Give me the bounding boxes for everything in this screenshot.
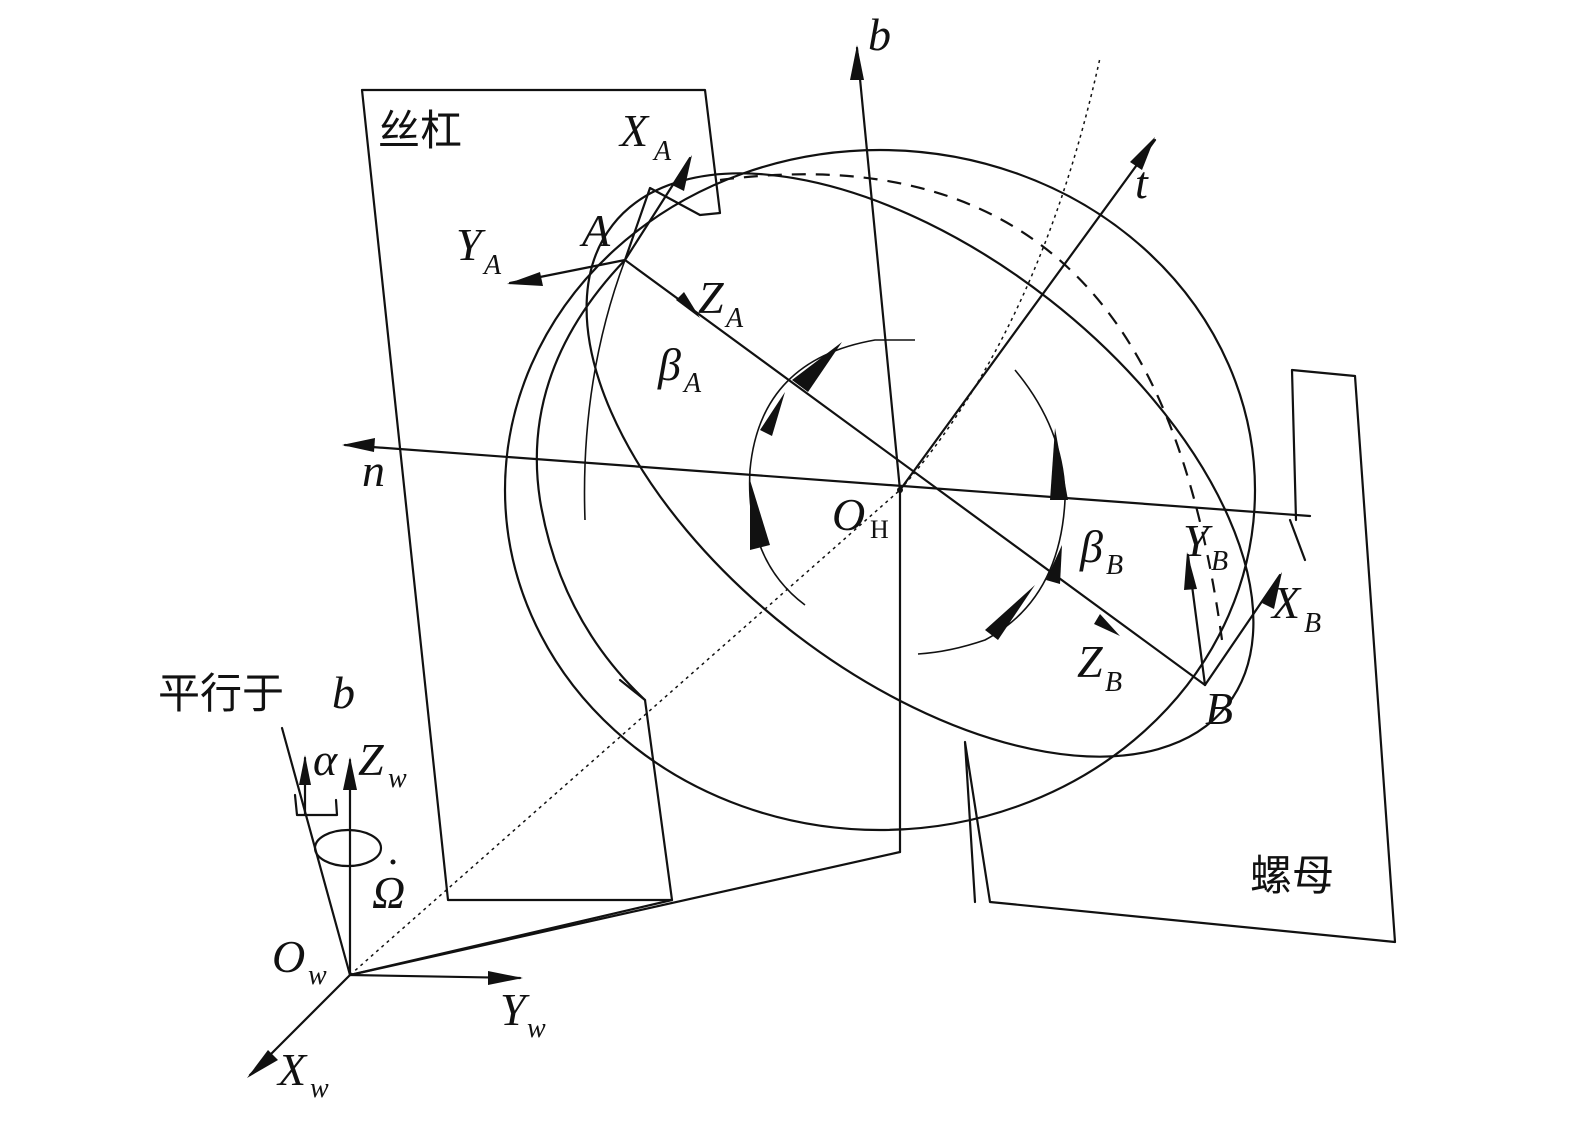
label-YA-sub: A: [482, 250, 502, 281]
label-YA: Y: [456, 219, 486, 270]
contact-ellipse: [585, 172, 1255, 758]
t-axis-arrowhead: [1130, 137, 1155, 170]
XB-arrowhead: [1262, 572, 1282, 609]
label-b: b: [868, 9, 891, 60]
point-OH: [897, 487, 903, 493]
label-Yw: Y: [500, 984, 530, 1035]
Yw-arrowhead: [488, 971, 523, 985]
line-A-B: [623, 258, 1207, 687]
label-n: n: [362, 445, 385, 496]
b-axis: [855, 46, 902, 492]
ZB-arrowhead: [1094, 614, 1120, 636]
betaB-arrow-mid: [1046, 545, 1062, 584]
Omega-rotation-ellipse: [313, 828, 383, 868]
label-Xw-sub: w: [310, 1073, 329, 1104]
label-ZB: Z: [1077, 636, 1103, 687]
left-ball-arc: [535, 258, 647, 702]
YB-arrowhead: [1184, 552, 1197, 590]
label-betaA: β: [657, 339, 681, 390]
label-betaB-sub: B: [1106, 550, 1123, 581]
label-Ow-sub: w: [308, 960, 327, 991]
label-parallel-b-var: b: [332, 667, 355, 718]
wheel-ellipse: [503, 148, 1257, 832]
label-XB-sub: B: [1304, 608, 1321, 639]
label-betaA-sub: A: [682, 368, 702, 399]
dotted-helix-curve: [899, 57, 1101, 491]
label-Zw: Z: [358, 734, 384, 785]
label-OH: O: [832, 489, 865, 540]
betaA-arrow-mid: [760, 392, 785, 436]
label-A: A: [579, 205, 611, 256]
label-XB: X: [1270, 577, 1302, 628]
label-betaB: β: [1079, 521, 1103, 572]
label-Ow: O: [272, 931, 305, 982]
Xw-arrowhead: [247, 1050, 278, 1078]
label-XA-sub: A: [652, 136, 672, 167]
label-nut: 螺母: [1250, 851, 1334, 900]
Zw-arrowhead: [343, 757, 357, 790]
label-XA: X: [618, 105, 650, 156]
label-YB: Y: [1183, 515, 1213, 566]
XB-axis: [1203, 573, 1282, 687]
label-ZB-sub: B: [1105, 667, 1122, 698]
b-axis-arrowhead: [850, 45, 864, 80]
betaA-arrow-lower: [750, 480, 770, 550]
label-Zw-sub: w: [388, 763, 407, 794]
label-screw: 丝杠: [378, 106, 462, 155]
betaB-arrow-upper: [1050, 428, 1068, 500]
left-ball-arc-inner: [583, 259, 626, 521]
betaB-arrow-lower: [985, 585, 1035, 640]
YA-arrowhead: [507, 272, 543, 286]
ZA-arrowhead: [676, 292, 700, 318]
alpha-arrowhead: [299, 755, 311, 785]
dashed-arc: [719, 173, 1224, 641]
label-Xw: X: [276, 1044, 308, 1095]
betaA-arrow-upper: [792, 342, 842, 392]
base-dotted-to-center: [349, 489, 901, 976]
label-OH-sub: H: [870, 515, 889, 544]
base-line-lower: [348, 898, 674, 977]
t-axis: [898, 138, 1157, 492]
label-ZA: Z: [698, 272, 724, 323]
label-YB-sub: B: [1211, 546, 1228, 577]
label-ZA-sub: A: [724, 303, 744, 334]
label-alpha: α: [313, 734, 338, 785]
XA-arrowhead: [672, 155, 692, 191]
label-B: B: [1205, 683, 1233, 734]
Omega-dot: [390, 859, 396, 865]
nut-outline: [963, 368, 1397, 944]
label-Yw-sub: w: [527, 1013, 546, 1044]
label-parallel-b: 平行于: [158, 669, 284, 718]
n-axis-arrowhead: [342, 438, 375, 452]
label-Omega: Ω: [372, 867, 405, 918]
n-axis: [343, 443, 1312, 518]
alpha-bracket: [293, 793, 339, 817]
label-t: t: [1135, 157, 1149, 208]
betaB-rotation-arc: [917, 369, 1066, 655]
